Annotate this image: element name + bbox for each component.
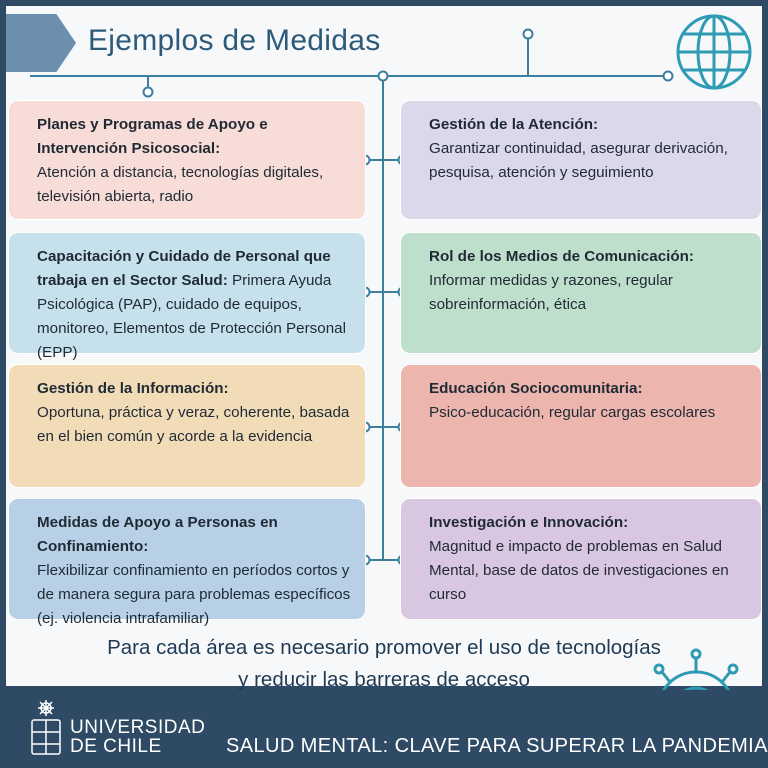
card-medios-comunicacion: Rol de los Medios de Comunicación: Infor…: [400, 232, 762, 354]
card-body: Garantizar continuidad, asegurar derivac…: [429, 140, 728, 181]
card-heading: Gestión de la Atención:: [429, 116, 599, 133]
university-logo: [31, 700, 61, 755]
card-body: Magnitud e impacto de problemas en Salud…: [429, 538, 729, 603]
card-heading: Gestión de la Información:: [37, 380, 229, 397]
university-line-1: UNIVERSIDAD: [70, 717, 206, 738]
card-planes-programas: Planes y Programas de Apoyo e Intervenci…: [8, 100, 366, 220]
university-name: UNIVERSIDAD DE CHILE: [70, 718, 205, 756]
card-body: Flexibilizar confinamiento en períodos c…: [37, 562, 351, 627]
card-heading: Investigación e Innovación:: [429, 514, 629, 531]
card-heading: Medidas de Apoyo a Personas en Confinami…: [37, 514, 278, 555]
footer-line-2: y reducir las barreras de acceso: [238, 668, 530, 691]
globe-icon: [676, 14, 752, 90]
card-heading: Rol de los Medios de Comunicación:: [429, 248, 694, 265]
page-title: Ejemplos de Medidas: [88, 24, 381, 57]
card-apoyo-confinamiento: Medidas de Apoyo a Personas en Confinami…: [8, 498, 366, 627]
card-heading: Educación Sociocomunitaria:: [429, 380, 643, 397]
slogan: SALUD MENTAL: CLAVE PARA SUPERAR LA PAND…: [226, 735, 768, 757]
card-body: Informar medidas y razones, regular sobr…: [429, 272, 673, 313]
footer-line-1: Para cada área es necesario promover el …: [107, 636, 661, 659]
card-body: Psico-educación, regular cargas escolare…: [429, 404, 716, 421]
bottom-bar: [0, 690, 768, 768]
card-heading: Capacitación y Cuidado de Personal que t…: [37, 248, 331, 289]
card-body: Primera Ayuda Psicológica (PAP), cuidado…: [37, 272, 346, 361]
card-gestion-atencion: Gestión de la Atención: Garantizar conti…: [400, 100, 762, 220]
university-line-2: DE CHILE: [70, 736, 162, 757]
card-body: Atención a distancia, tecnologías digita…: [37, 164, 324, 205]
card-body: Oportuna, práctica y veraz, coherente, b…: [37, 404, 350, 445]
card-capacitacion-personal: Capacitación y Cuidado de Personal que t…: [8, 232, 366, 361]
card-educacion-sociocomunitaria: Educación Sociocomunitaria: Psico-educac…: [400, 364, 762, 488]
card-heading: Planes y Programas de Apoyo e Intervenci…: [37, 116, 268, 157]
card-gestion-informacion: Gestión de la Información: Oportuna, prá…: [8, 364, 366, 488]
card-investigacion-innovacion: Investigación e Innovación: Magnitud e i…: [400, 498, 762, 620]
